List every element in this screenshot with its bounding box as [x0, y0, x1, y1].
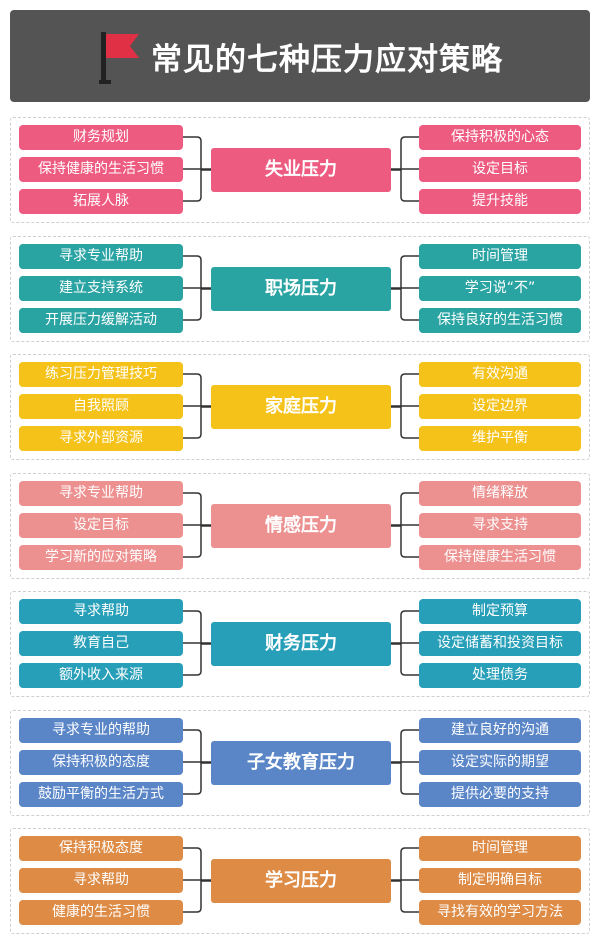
red-flag-icon: [99, 32, 139, 84]
left-strategy-3: 开展压力缓解活动: [19, 308, 183, 333]
right-strategy-2: 设定目标: [419, 157, 581, 182]
left-strategy-1: 寻求专业的帮助: [19, 718, 183, 743]
right-strategy-1: 情绪释放: [419, 481, 581, 506]
left-strategy-2: 保持健康的生活习惯: [19, 157, 183, 182]
left-strategy-2: 设定目标: [19, 513, 183, 538]
left-strategy-3: 寻求外部资源: [19, 426, 183, 451]
section-3: 练习压力管理技巧自我照顾寻求外部资源 家庭压力 有效沟通设定边界维护平衡: [10, 354, 590, 460]
section-5: 寻求帮助教育自己额外收入来源 财务压力 制定预算设定储蓄和投资目标处理债务: [10, 591, 590, 697]
right-strategy-3: 寻找有效的学习方法: [419, 900, 581, 925]
right-strategy-2: 设定边界: [419, 394, 581, 419]
left-strategy-3: 鼓励平衡的生活方式: [19, 782, 183, 807]
section-7: 保持积极态度寻求帮助健康的生活习惯 学习压力 时间管理制定明确目标寻找有效的学习方法: [10, 828, 590, 934]
stress-type-node: 学习压力: [211, 859, 391, 903]
right-strategy-3: 维护平衡: [419, 426, 581, 451]
left-strategy-1: 练习压力管理技巧: [19, 362, 183, 387]
left-strategy-3: 健康的生活习惯: [19, 900, 183, 925]
right-strategy-2: 制定明确目标: [419, 868, 581, 893]
right-strategy-1: 制定预算: [419, 599, 581, 624]
left-strategy-1: 寻求帮助: [19, 599, 183, 624]
left-strategy-2: 自我照顾: [19, 394, 183, 419]
right-strategy-2: 设定实际的期望: [419, 750, 581, 775]
stress-type-node: 情感压力: [211, 504, 391, 548]
left-strategy-1: 寻求专业帮助: [19, 244, 183, 269]
section-6: 寻求专业的帮助保持积极的态度鼓励平衡的生活方式 子女教育压力 建立良好的沟通设定实际…: [10, 710, 590, 816]
stress-type-node: 失业压力: [211, 148, 391, 192]
left-strategy-2: 寻求帮助: [19, 868, 183, 893]
right-strategy-2: 学习说“不”: [419, 276, 581, 301]
left-strategy-2: 保持积极的态度: [19, 750, 183, 775]
left-strategy-2: 教育自己: [19, 631, 183, 656]
right-strategy-3: 保持良好的生活习惯: [419, 308, 581, 333]
right-strategy-3: 处理债务: [419, 663, 581, 688]
right-strategy-2: 寻求支持: [419, 513, 581, 538]
left-strategy-2: 建立支持系统: [19, 276, 183, 301]
header-banner: 常见的七种压力应对策略: [10, 10, 590, 102]
stress-type-node: 子女教育压力: [211, 741, 391, 785]
left-strategy-1: 财务规划: [19, 125, 183, 150]
left-strategy-3: 学习新的应对策略: [19, 545, 183, 570]
right-strategy-3: 提供必要的支持: [419, 782, 581, 807]
right-strategy-1: 保持积极的心态: [419, 125, 581, 150]
stress-type-node: 财务压力: [211, 622, 391, 666]
right-strategy-3: 提升技能: [419, 189, 581, 214]
right-strategy-1: 有效沟通: [419, 362, 581, 387]
connector-lines: [183, 729, 419, 795]
connector-lines: [183, 847, 419, 913]
stress-type-node: 家庭压力: [211, 385, 391, 429]
right-strategy-1: 建立良好的沟通: [419, 718, 581, 743]
connector-lines: [183, 373, 419, 439]
connector-lines: [183, 255, 419, 321]
section-4: 寻求专业帮助设定目标学习新的应对策略 情感压力 情绪释放寻求支持保持健康生活习惯: [10, 473, 590, 579]
right-strategy-3: 保持健康生活习惯: [419, 545, 581, 570]
left-strategy-3: 额外收入来源: [19, 663, 183, 688]
left-strategy-1: 寻求专业帮助: [19, 481, 183, 506]
connector-lines: [183, 136, 419, 202]
left-strategy-3: 拓展人脉: [19, 189, 183, 214]
section-2: 寻求专业帮助建立支持系统开展压力缓解活动 职场压力 时间管理学习说“不” 保持良好的生…: [10, 236, 590, 342]
page-title: 常见的七种压力应对策略: [151, 41, 503, 78]
connector-lines: [183, 492, 419, 558]
right-strategy-2: 设定储蓄和投资目标: [419, 631, 581, 656]
right-strategy-1: 时间管理: [419, 244, 581, 269]
connector-lines: [183, 610, 419, 676]
left-strategy-1: 保持积极态度: [19, 836, 183, 861]
section-1: 财务规划保持健康的生活习惯拓展人脉 失业压力 保持积极的心态设定目标提升技能: [10, 117, 590, 223]
stress-type-node: 职场压力: [211, 267, 391, 311]
right-strategy-1: 时间管理: [419, 836, 581, 861]
